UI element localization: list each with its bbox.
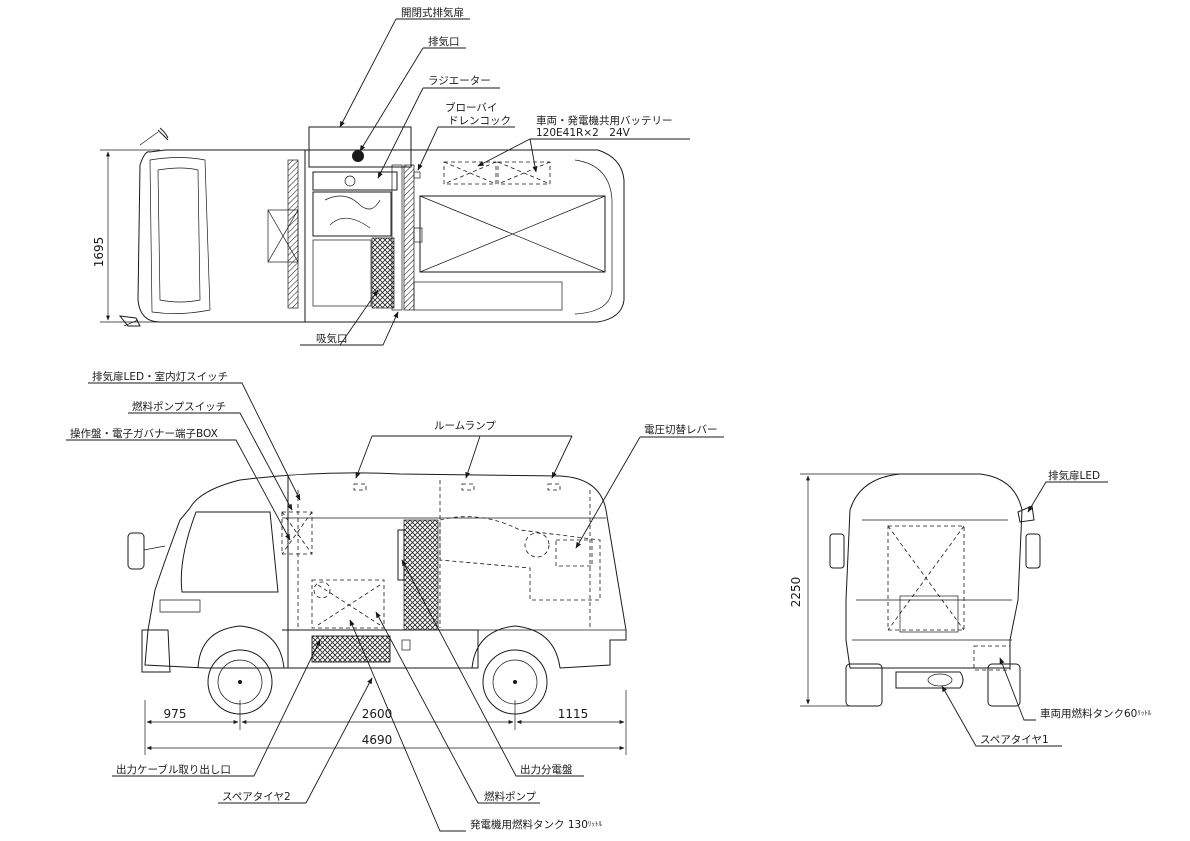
label-control-panel-box: 操作盤・電子ガバナー端子BOX xyxy=(70,427,218,440)
label-room-lamp: ルームランプ xyxy=(434,420,496,432)
label-vehicle-fuel-tank: 車両用燃料タンク60ﾘｯﾄﾙ xyxy=(1040,707,1152,720)
label-radiator: ラジエーター xyxy=(428,75,491,87)
label-exhaust-led-switch: 排気扉LED・室内灯スイッチ xyxy=(92,370,228,383)
label-drain-cock: ドレンコック xyxy=(448,115,511,127)
dim-rear-height: 2250 xyxy=(789,577,803,608)
dim-wheelbase: 2600 xyxy=(362,707,393,721)
dim-rear-overhang: 1115 xyxy=(558,707,589,721)
label-output-panel: 出力分電盤 xyxy=(520,763,573,776)
label-battery-spec: 120E41R×2 24V xyxy=(536,127,631,139)
top-view-callouts: 開閉式排気扉 排気口 ラジエーター ブローバイ ドレンコック 車両・発電機共用バ… xyxy=(92,6,690,346)
label-exhaust-led: 排気扉LED xyxy=(1048,469,1100,482)
label-fuel-pump: 燃料ポンプ xyxy=(484,790,537,803)
label-exhaust-port: 排気口 xyxy=(428,35,460,48)
dim-front-overhang: 975 xyxy=(164,707,187,721)
label-fuel-pump-switch: 燃料ポンプスイッチ xyxy=(132,400,226,413)
label-exhaust-door: 開閉式排気扉 xyxy=(401,6,464,19)
rear-view-callouts: 排気扉LED 車両用燃料タンク60ﾘｯﾄﾙ スペアタイヤ1 2250 xyxy=(789,469,1152,747)
top-view xyxy=(100,126,625,327)
label-voltage-lever: 電圧切替レバー xyxy=(644,423,718,436)
side-view-callouts: 排気扉LED・室内灯スイッチ 燃料ポンプスイッチ 操作盤・電子ガバナー端子BOX… xyxy=(66,370,724,832)
dim-width: 1695 xyxy=(92,237,106,268)
label-spare-tire-1: スペアタイヤ1 xyxy=(980,734,1049,746)
dim-total-length: 4690 xyxy=(362,733,393,747)
rear-wheel xyxy=(471,625,561,715)
label-output-cable: 出力ケーブル取り出し口 xyxy=(116,763,231,776)
label-intake-port: 吸気口 xyxy=(316,332,348,345)
label-blowby: ブローバイ xyxy=(445,101,497,114)
label-battery: 車両・発電機共用バッテリー xyxy=(536,114,673,127)
front-wheel xyxy=(197,625,285,715)
label-gen-fuel-tank: 発電機用燃料タンク 130ﾘｯﾄﾙ xyxy=(470,818,602,831)
label-spare-tire-2: スペアタイヤ2 xyxy=(222,791,291,803)
rear-view xyxy=(800,473,1041,707)
